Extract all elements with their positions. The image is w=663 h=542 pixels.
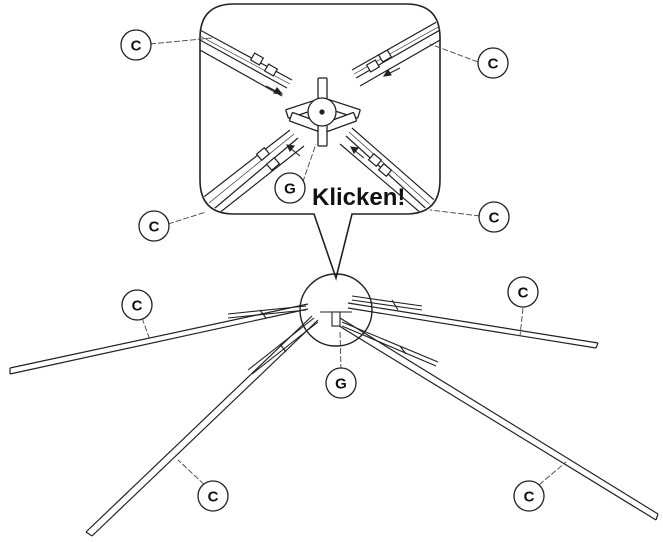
svg-text:G: G: [284, 181, 296, 198]
label-c-bottom-right: C: [513, 480, 545, 512]
part-labels: C C C C G C C G: [120, 29, 545, 512]
hub-part: [320, 311, 352, 327]
label-c-bottom-left: C: [197, 480, 229, 512]
zoom-callout: Klicken!: [199, 3, 441, 281]
hub-detail: [285, 77, 361, 147]
svg-text:G: G: [335, 376, 347, 393]
rail-detail-lower-right: [339, 127, 440, 214]
short-struts: [227, 295, 439, 375]
label-c-zoom-bottom-left: C: [138, 210, 170, 242]
main-assembly: [9, 273, 659, 537]
insert-arrows: [265, 67, 401, 159]
label-g-main: G: [325, 367, 357, 399]
hub-zoom-circle: [299, 273, 373, 347]
label-c-zoom-top-right: C: [477, 47, 509, 79]
svg-text:C: C: [208, 489, 219, 506]
label-c-zoom-bottom-right: C: [478, 201, 510, 233]
svg-text:C: C: [518, 285, 529, 302]
svg-text:C: C: [131, 38, 142, 55]
rail-detail-lower-left: [200, 129, 305, 214]
label-c-left: C: [121, 289, 153, 321]
callout-text: Klicken!: [312, 184, 405, 211]
rail-detail-upper-left: [200, 29, 293, 97]
rail-long-bottom-left: [85, 315, 319, 537]
svg-text:C: C: [489, 210, 500, 227]
rail-detail-upper-right: [351, 19, 440, 87]
rail-long-right: [347, 302, 599, 349]
label-c-zoom-top-left: C: [120, 29, 152, 61]
zoom-detail: [200, 19, 440, 214]
rail-long-bottom-right: [335, 317, 659, 521]
svg-text:C: C: [132, 298, 143, 315]
svg-text:C: C: [524, 489, 535, 506]
leader-lines: [141, 37, 567, 491]
label-c-right: C: [507, 276, 539, 308]
svg-text:C: C: [488, 56, 499, 73]
label-g-zoom: G: [274, 172, 306, 204]
svg-text:C: C: [149, 219, 160, 236]
